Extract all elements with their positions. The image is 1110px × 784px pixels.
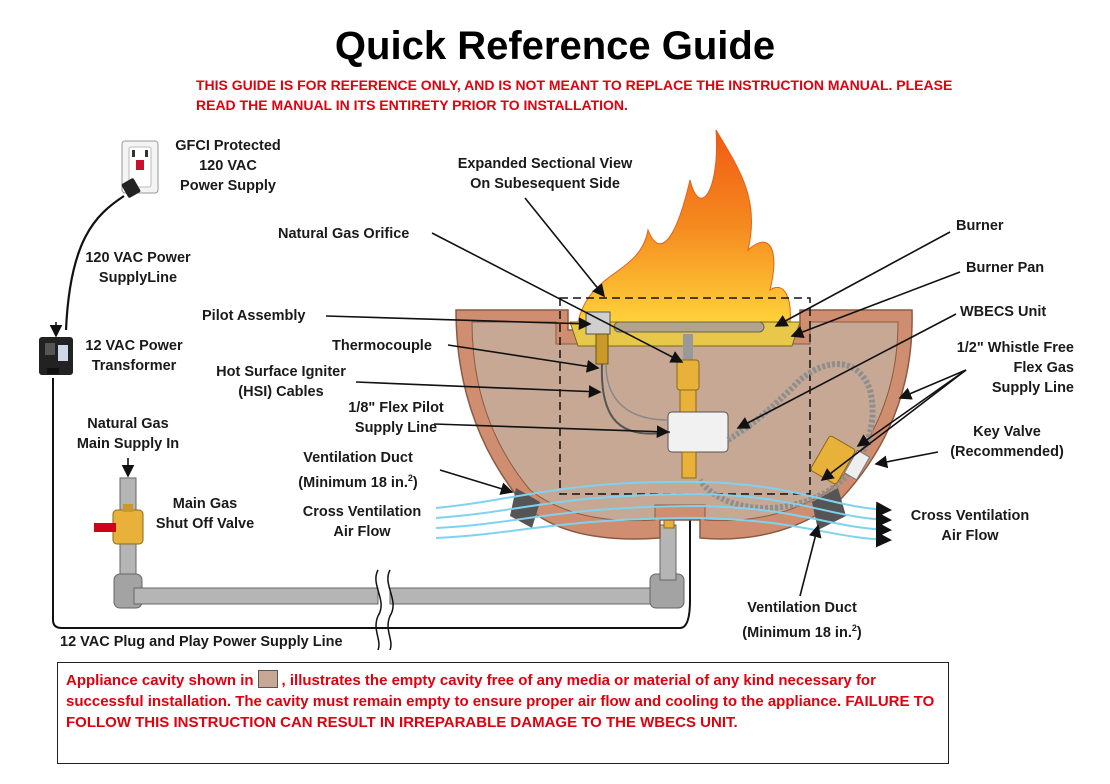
12vac-power-line (52, 378, 691, 629)
annotation-leaders (49, 197, 967, 597)
flame-icon (577, 129, 791, 323)
label-orifice: Natural Gas Orifice (278, 226, 410, 242)
note-prefix: Appliance cavity shown in (66, 672, 254, 689)
power-plug-icon (121, 178, 141, 198)
gfci-outlet-icon (121, 140, 159, 194)
120vac-cord (64, 195, 125, 331)
label-plug-play-line: 12 VAC Plug and Play Power Supply Line (60, 634, 343, 650)
page-title: Quick Reference Guide (334, 24, 776, 68)
label-vent-duct-left: Ventilation Duct (Minimum 18 in.2) (298, 450, 418, 491)
cavity-swatch (257, 670, 278, 688)
label-key-valve: Key Valve(Recommended) (950, 424, 1064, 460)
valve-handle-icon (94, 504, 144, 545)
note-text: , illustrates the empty cavity free of a… (66, 672, 935, 731)
pipe-break-icon (375, 569, 394, 651)
label-hsi-cables: Hot Surface Igniter(HSI) Cables (216, 364, 346, 400)
cross-ventilation-airflow (435, 480, 892, 548)
label-thermocouple: Thermocouple (332, 338, 432, 354)
label-vent-duct-right: Ventilation Duct (Minimum 18 in.2) (742, 600, 862, 641)
sectional-view-box (559, 297, 811, 495)
cavity-warning-note: Appliance cavity shown in, illustrates t… (57, 662, 949, 764)
label-pilot-assembly: Pilot Assembly (202, 308, 306, 324)
transformer-icon (39, 337, 73, 375)
label-burner-pan: Burner Pan (966, 260, 1045, 276)
label-wbecs-unit: WBECS Unit (960, 304, 1047, 320)
label-burner: Burner (956, 218, 1004, 234)
disclaimer-text: THIS GUIDE IS FOR REFERENCE ONLY, AND IS… (196, 77, 953, 113)
